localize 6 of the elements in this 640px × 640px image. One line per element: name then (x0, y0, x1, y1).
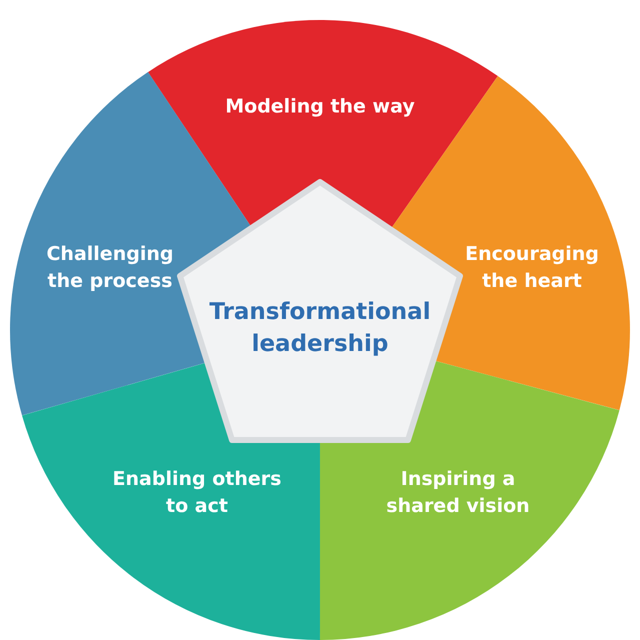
segment-label: Modeling the way (224, 94, 416, 120)
segment-label: Enabling others to act (112, 467, 282, 519)
center-title: Transformational leadership (208, 298, 432, 359)
segment-label: Inspiring a shared vision (385, 467, 531, 519)
segment-label: Challenging the process (45, 242, 174, 294)
segment-label: Encouraging the heart (464, 242, 600, 294)
